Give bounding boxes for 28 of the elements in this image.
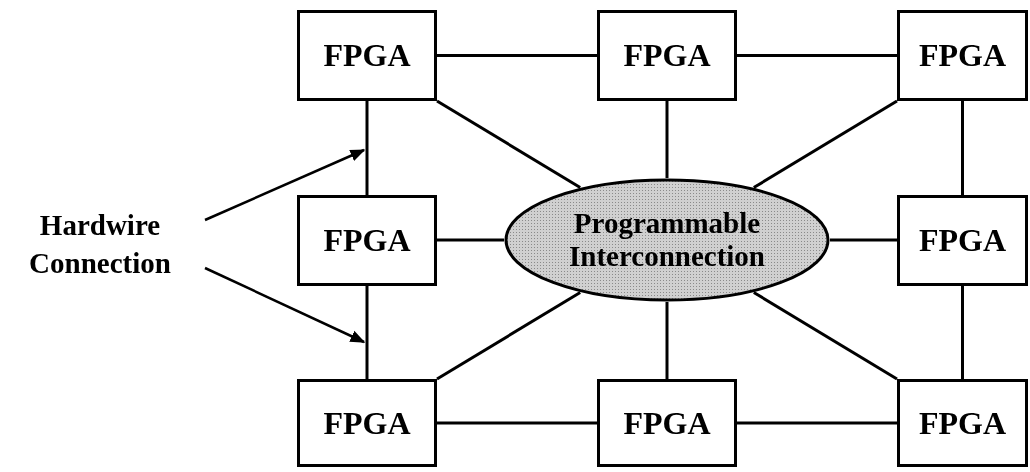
fpga-box: FPGA (897, 195, 1028, 286)
connection-line (753, 99, 898, 189)
connection-line (961, 101, 964, 195)
fpga-box: FPGA (297, 379, 437, 467)
fpga-box: FPGA (597, 10, 737, 101)
connection-line (437, 54, 597, 57)
callout-label: Hardwire Connection (28, 208, 172, 281)
connection-line (365, 286, 369, 379)
connection-line (436, 291, 581, 381)
connection-line (737, 421, 897, 425)
connection-line (365, 101, 369, 195)
connection-line (436, 99, 581, 189)
connection-line (665, 302, 669, 379)
connection-line (961, 286, 964, 379)
connection-line (753, 291, 898, 381)
leader-line (204, 148, 366, 222)
fpga-box: FPGA (597, 379, 737, 467)
fpga-box: FPGA (297, 10, 437, 101)
connection-line (437, 238, 504, 242)
fpga-box: FPGA (897, 10, 1028, 101)
connection-line (830, 238, 897, 242)
leader-line (204, 266, 366, 344)
hub-label: Programmable Interconnection (568, 206, 766, 274)
connection-line (437, 421, 597, 425)
fpga-box: FPGA (297, 195, 437, 286)
connection-line (737, 54, 897, 57)
fpga-box: FPGA (897, 379, 1028, 467)
connection-line (665, 101, 669, 178)
